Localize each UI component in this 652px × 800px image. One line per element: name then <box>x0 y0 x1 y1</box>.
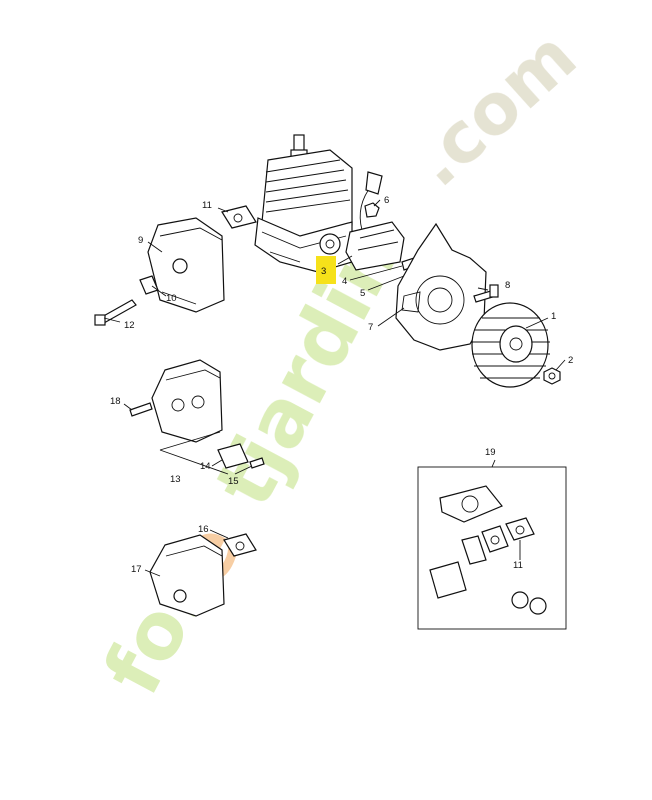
callout-10: 10 <box>166 293 177 304</box>
deflector-icon <box>217 443 249 469</box>
callout-11: 11 <box>202 200 212 211</box>
callout-2: 2 <box>568 355 573 366</box>
callout-18: 18 <box>110 396 121 407</box>
callout-4: 4 <box>342 276 347 287</box>
callout-9: 9 <box>138 235 143 246</box>
muffler-icon <box>151 359 223 443</box>
gasket-icon <box>221 205 257 229</box>
bolt-icon <box>129 402 153 417</box>
ignition-module-icon <box>345 171 417 271</box>
engine-icon <box>254 134 353 273</box>
screw-icon <box>473 284 499 303</box>
muffler-icon <box>147 217 225 313</box>
callout-6: 6 <box>384 195 389 206</box>
callout-7: 7 <box>368 322 373 333</box>
bolt-icon <box>94 299 137 326</box>
callout-17: 17 <box>131 564 142 575</box>
callout-5: 5 <box>360 288 365 299</box>
gasket-kit-icon <box>429 485 547 615</box>
fan-housing-icon <box>395 222 487 351</box>
callout-11-kit: 11 <box>513 560 523 571</box>
callout-15: 15 <box>228 476 239 487</box>
gasket-icon <box>223 533 257 557</box>
callout-19: 19 <box>485 447 496 458</box>
callouts: 1 2 3 4 5 6 7 8 9 10 11 12 13 14 15 16 1… <box>110 195 573 575</box>
callout-3: 3 <box>321 266 326 277</box>
callout-16: 16 <box>198 524 209 535</box>
callout-14: 14 <box>200 461 211 472</box>
flywheel-icon <box>471 302 550 388</box>
callout-13: 13 <box>170 474 181 485</box>
nut-icon <box>543 367 561 385</box>
watermark-com: .com <box>397 15 592 202</box>
callout-3-highlight <box>316 256 336 284</box>
muffler-icon <box>149 534 225 617</box>
callout-12: 12 <box>124 320 135 331</box>
callout-8: 8 <box>505 280 510 291</box>
leader-lines <box>103 199 566 577</box>
callout-1: 1 <box>551 311 556 322</box>
